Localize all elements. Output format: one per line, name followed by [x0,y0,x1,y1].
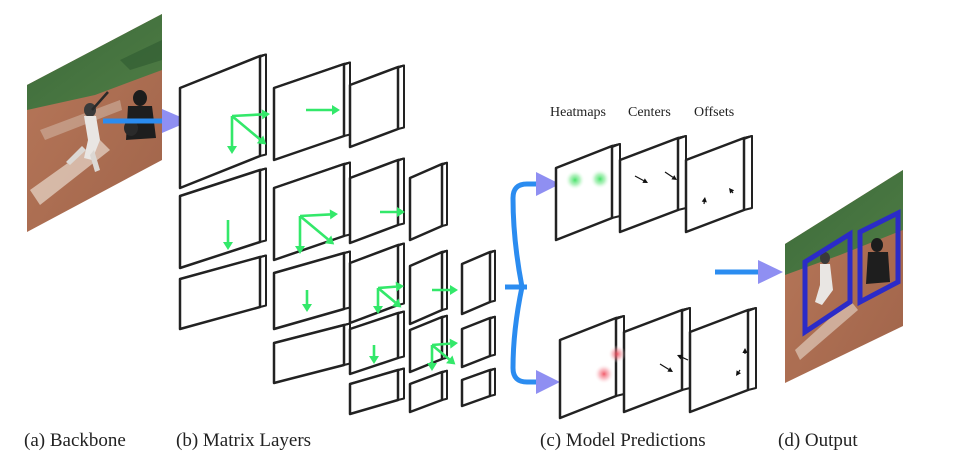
branch-arrows [505,172,560,394]
arrow-group-4-right [431,338,458,349]
center-arrow-2 [664,171,677,180]
arrow-group-1-right [231,109,270,120]
offset-arrow-3 [742,348,748,354]
arrow-right-3 [432,285,458,295]
label-output: (d) Output [778,430,858,451]
matrix-layer-6 [272,250,351,331]
matrix-layer-1 [178,53,267,190]
heatmap-blob-4 [594,364,614,384]
center-arrow-3 [677,354,689,361]
arrow-group-3-right [377,281,404,292]
offsets-panel-bottom [688,307,757,414]
matrix-layer-10 [348,242,405,325]
offsets-panel-top [684,135,753,234]
detection-box-batter [802,229,853,337]
arrow-group-2-down [295,216,305,254]
matrix-arrows [223,105,458,371]
arrow-group-2-diag [299,215,335,245]
centers-panel-top [618,135,687,234]
offset-arrow-2 [729,188,735,194]
arrow-group-1-diag [231,115,267,145]
matrix-layer-5 [272,161,351,262]
matrix-layer-3 [178,254,267,331]
label-backbone: (a) Backbone [24,430,126,451]
heatmaps-header: Heatmaps [550,105,606,120]
matrix-layer-17 [460,249,496,316]
matrix-layer-18 [460,315,496,369]
matrix-layer-14 [408,249,448,326]
arrow-group-4-down [427,345,437,371]
matrix-layers [178,53,496,416]
heatmap-panel-bottom [558,315,625,420]
predictions-to-output-arrow [715,260,783,284]
arrow-down-1 [223,220,233,250]
offset-arrow-1 [701,197,707,205]
label-model-predictions: (c) Model Predictions [540,430,706,451]
matrix-layer-19 [460,367,496,408]
prediction-panels [554,135,757,420]
centers-panel-bottom [622,307,691,414]
arrow-down-2 [302,290,312,312]
arrow-down-3 [369,345,379,364]
detection-box-umpire [857,208,901,307]
label-matrix-layers: (b) Matrix Layers [176,430,311,451]
arrow-group-4-diag [431,344,456,365]
matrix-layer-12 [348,367,405,416]
matrix-layer-8 [348,64,405,149]
backbone-image [27,14,162,232]
arrow-group-1-down [227,116,237,154]
arrow-group-3-diag [377,287,402,308]
heatmap-blob-3 [608,345,626,363]
center-arrow-4 [659,363,673,372]
offset-arrow-4 [736,369,741,376]
heatmap-blob-1 [565,170,585,190]
arrow-right-2 [380,207,405,217]
matrix-layer-13 [408,161,448,242]
backbone-to-matrix-arrow [103,109,190,133]
heatmap-blob-2 [590,169,610,189]
arrow-group-2-right [299,209,338,220]
offsets-header: Offsets [694,105,734,120]
matrix-layer-15 [408,314,448,374]
matrix-layer-16 [408,369,448,414]
output-image [785,170,903,383]
matrix-layer-9 [348,157,405,245]
centers-header: Centers [628,105,671,120]
matrix-layer-4 [272,61,351,162]
matrix-layer-2 [178,167,267,270]
matrix-layer-11 [348,310,405,376]
arrow-right-1 [306,105,340,115]
matrix-layer-7 [272,322,351,385]
arrow-group-3-down [373,288,383,314]
umpire-figure [124,90,156,140]
batter-figure [66,91,109,172]
center-arrow-1 [634,175,648,183]
heatmap-panel-top [554,143,621,242]
